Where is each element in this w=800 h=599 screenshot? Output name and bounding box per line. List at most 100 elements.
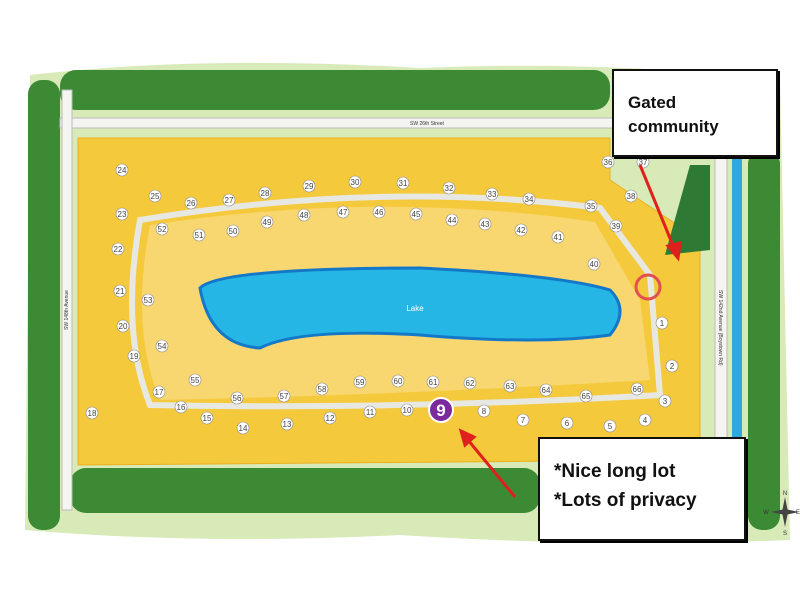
lot-circle [188,373,202,387]
lot-circle [152,385,166,399]
lot-marker: 21 [113,284,127,298]
lot-marker: 29 [302,179,316,193]
lot-marker: 41 [551,230,565,244]
lot-marker: 63 [503,379,517,393]
lot-number: 38 [627,192,636,201]
lot-number: 47 [339,208,348,217]
lot-number: 37 [639,158,648,167]
lot-circle [277,389,291,403]
lot-number: 25 [151,192,160,201]
lot-number: 39 [612,222,621,231]
lot-number: 41 [554,233,563,242]
lot-circle [463,376,477,390]
lot-circle [630,382,644,396]
lot-number: 21 [116,287,125,296]
lot-circle [353,375,367,389]
lot-marker: 58 [315,382,329,396]
lot-number: 15 [203,414,212,423]
lot-marker: 22 [111,242,125,256]
callout-line: *Lots of privacy [554,490,697,511]
lot-number: 13 [283,420,292,429]
roundabout [634,273,662,301]
lot-number: 58 [318,385,327,394]
lot-marker: 56 [230,391,244,405]
lot-circle [372,205,386,219]
lot-number: 33 [488,190,497,199]
compass-e: E [796,510,800,516]
lot-number: 30 [351,178,360,187]
lot-circle [141,293,155,307]
callout-lot-features: *Nice long lot *Lots of privacy [538,437,746,541]
lot-marker: 65 [579,389,593,403]
lot-number: 7 [521,416,526,425]
lot-number: 56 [233,394,242,403]
lot-circle [396,176,410,190]
lot-circle [336,205,350,219]
tree-border [28,70,780,530]
lot-number: 14 [239,424,248,433]
lot-number: 46 [375,208,384,217]
lot-marker: 51 [192,228,206,242]
lot-circle [258,186,272,200]
lot-number: 3 [663,397,668,406]
lot-number: 31 [399,179,408,188]
lot-number: 53 [144,296,153,305]
lot-number: 17 [155,388,164,397]
lot-marker: 43 [478,217,492,231]
street-label-north: SW 26th Street [410,121,445,127]
lot-marker: 14 [236,421,250,435]
lot-marker: 60 [391,374,405,388]
lot-number: 32 [445,184,454,193]
lot-number: 18 [88,409,97,418]
lot-number: 55 [191,376,200,385]
lot-circle [603,419,617,433]
lot-number: 24 [118,166,127,175]
lot-number: 66 [633,385,642,394]
lot-marker: 32 [442,181,456,195]
lot-marker: 62 [463,376,477,390]
lot-circle [587,257,601,271]
lot-marker: 24 [115,163,129,177]
lot-number: 60 [394,377,403,386]
lot-marker: 55 [188,373,202,387]
lot-number: 51 [195,231,204,240]
lot-circle [85,406,99,420]
lot-circle [302,179,316,193]
lot-circle [174,400,188,414]
lot-number: 62 [466,379,475,388]
lot-number: 43 [481,220,490,229]
lot-marker: 45 [409,207,423,221]
lot-marker: 33 [485,187,499,201]
lot-marker: 59 [353,375,367,389]
lot-marker: 4 [638,413,652,427]
compass-s: S [783,531,787,537]
lot-number: 35 [587,202,596,211]
lot-marker: 31 [396,176,410,190]
lot-marker: 13 [280,417,294,431]
lot-marker-highlighted: 9 [428,397,454,423]
lot-circle [428,397,454,423]
gate-trees [665,165,710,255]
lot-marker: 61 [426,375,440,389]
lot-circle [113,284,127,298]
lot-number: 4 [643,416,648,425]
lot-number: 57 [280,392,289,401]
lot-number: 45 [412,210,421,219]
lot-circle [445,213,459,227]
lot-marker: 15 [200,411,214,425]
lot-circle [658,394,672,408]
canal [732,150,742,535]
lot-number: 12 [326,414,335,423]
callout-gated-community: Gated community [612,69,778,157]
lot-marker: 64 [539,383,553,397]
lot-marker: 57 [277,389,291,403]
lot-circle [115,207,129,221]
lot-circle [222,193,236,207]
lot-number: 64 [542,386,551,395]
lot-number: 61 [429,378,438,387]
lot-circle [315,382,329,396]
lot-marker: 46 [372,205,386,219]
lot-marker: 10 [400,403,414,417]
